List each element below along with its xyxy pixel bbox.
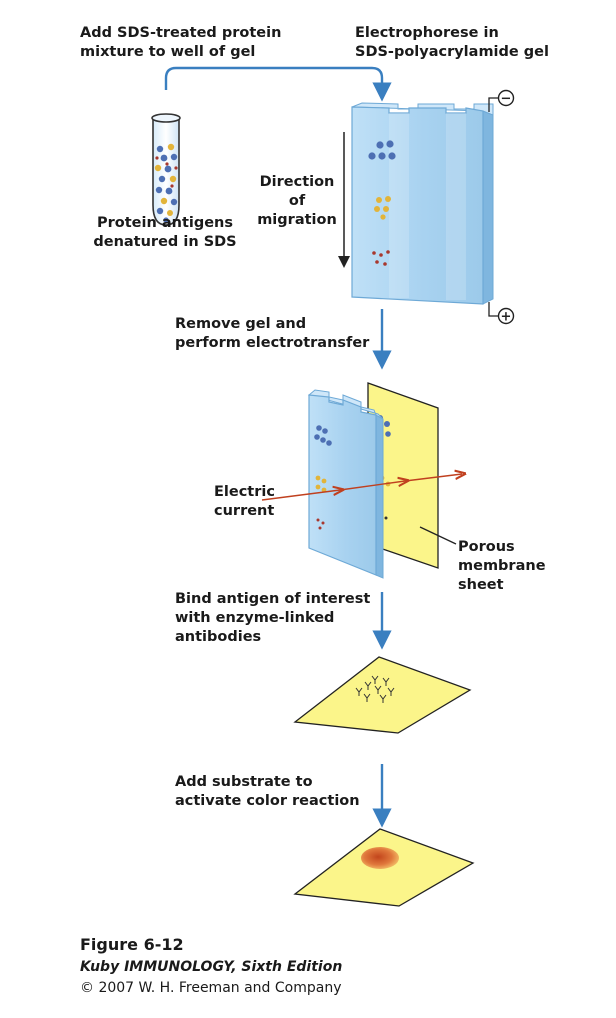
developed-membrane (293, 828, 475, 907)
antibody-icons (355, 675, 395, 703)
gel-bands-medium (374, 196, 391, 220)
transfer-gel (307, 389, 384, 579)
electric-current-arrow (261, 474, 462, 501)
gel-bands-small (372, 250, 390, 266)
svg-text:−: − (501, 92, 512, 107)
positive-electrode-icon: + (497, 307, 515, 325)
load-arrow (164, 66, 392, 102)
antibody-membrane (293, 656, 472, 734)
figure-number: Figure 6-12 (80, 935, 184, 954)
electrode-wires (488, 97, 498, 317)
test-tube (151, 113, 181, 226)
book-title: Kuby IMMUNOLOGY, Sixth Edition (80, 959, 343, 975)
gel-slab (351, 102, 494, 305)
svg-text:+: + (501, 310, 512, 325)
membrane-leader-line (419, 526, 457, 545)
color-reaction-spot (361, 847, 399, 869)
gel-bands-large (368, 140, 396, 160)
copyright: © 2007 W. H. Freeman and Company (80, 980, 342, 996)
negative-electrode-icon: − (497, 89, 515, 107)
